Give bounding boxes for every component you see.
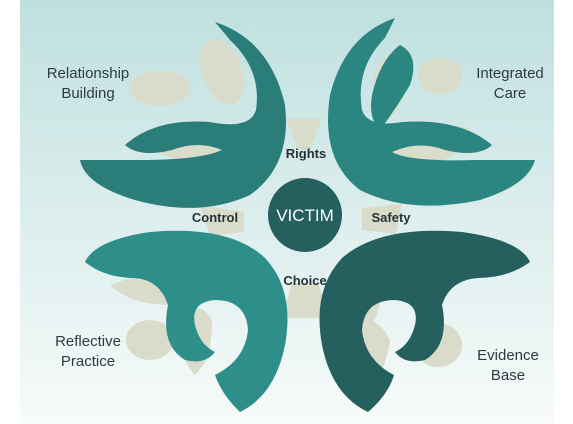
beige-petal-top <box>286 118 322 150</box>
beige-petal-left <box>200 205 244 236</box>
beige-blob <box>126 320 174 360</box>
beige-blob <box>130 70 190 106</box>
corner-label-evidence: Evidence <box>477 347 539 364</box>
beige-blob <box>418 58 462 94</box>
corner-label-integrated: Integrated <box>476 65 544 82</box>
corner-label-relationship: Relationship <box>47 65 130 82</box>
swirl-bottom-left <box>85 230 288 412</box>
principle-control: Control <box>192 210 238 225</box>
corner-label-base: Base <box>491 367 525 384</box>
swirl-top-right <box>328 18 535 206</box>
swirl-top-left <box>80 22 286 208</box>
corner-label-practice: Practice <box>61 353 115 370</box>
swirl-top-right-inner <box>371 45 414 130</box>
victim-label: VICTIM <box>276 206 334 225</box>
corner-label-reflective: Reflective <box>55 333 121 350</box>
beige-petal-bottom <box>282 283 330 318</box>
principle-safety: Safety <box>371 210 411 225</box>
swirl-bottom-right <box>319 230 530 412</box>
principle-rights: Rights <box>286 146 326 161</box>
corner-label-building: Building <box>61 85 114 102</box>
principle-choice: Choice <box>283 273 326 288</box>
beige-blob <box>199 39 245 105</box>
beige-petal-right <box>362 204 402 234</box>
victim-circle <box>268 178 342 252</box>
corner-label-care: Care <box>494 85 527 102</box>
